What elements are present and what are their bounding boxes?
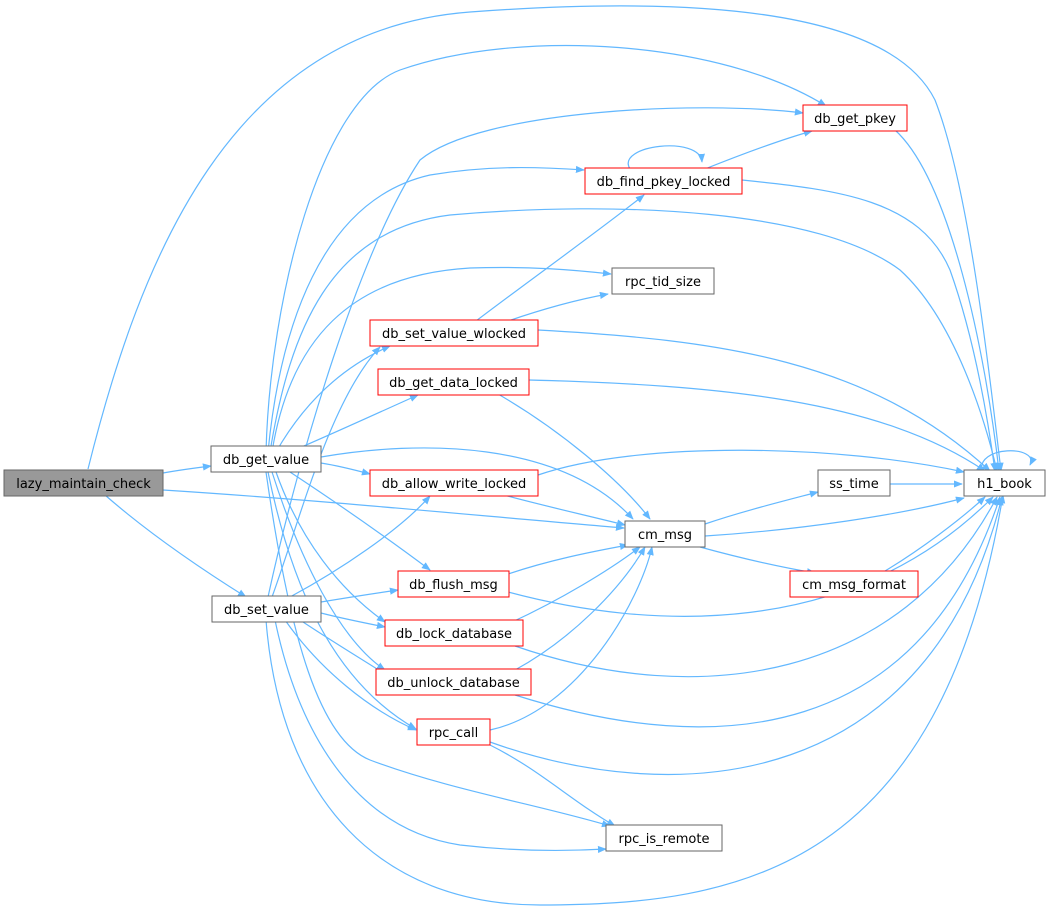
node-label: db_lock_database (396, 627, 512, 642)
edge-lazy-maintain-check-to-cm-msg (162, 489, 625, 531)
node-db-find-pkey-locked[interactable]: db_find_pkey_locked (584, 167, 743, 195)
edge-db-get-value-to-db-unlock-database (271, 471, 386, 671)
edges-layer (87, 5, 1037, 906)
edge-db-get-value-to-db-set-value-wlocked (275, 345, 391, 453)
edge-cm-msg-format-to-h1-book (884, 496, 986, 572)
edge-db-allow-write-locked-to-cm-msg (499, 493, 626, 527)
edge-db-find-pkey-locked-self-loop (627, 145, 705, 170)
node-db-get-value[interactable]: db_get_value (210, 445, 322, 473)
edge-lazy-maintain-check-to-h1-book (87, 5, 1004, 472)
edge-db-set-value-wlocked-to-db-find-pkey-locked (475, 194, 645, 322)
edge-db-get-pkey-to-h1-book (894, 129, 1002, 472)
node-db-flush-msg[interactable]: db_flush_msg (397, 570, 510, 598)
edge-db-set-value-wlocked-to-h1-book (537, 329, 991, 472)
edge-db-allow-write-locked-to-h1-book (537, 449, 965, 476)
edge-db-set-value-to-rpc-is-remote (274, 619, 607, 854)
edge-cm-msg-to-cm-msg-format (699, 546, 816, 576)
edge-db-set-value-to-db-allow-write-locked (289, 495, 431, 598)
node-db-unlock-database[interactable]: db_unlock_database (375, 668, 532, 696)
edge-db-get-value-to-db-lock-database (275, 471, 386, 623)
node-label: db_set_value_wlocked (382, 327, 526, 342)
edge-db-get-value-to-db-flush-msg (289, 471, 431, 571)
node-h1-book[interactable]: h1_book (963, 469, 1046, 497)
edge-db-get-data-locked-to-cm-msg (497, 393, 651, 520)
edge-cm-msg-to-ss-time (704, 490, 819, 525)
edge-db-unlock-database-to-h1-book (514, 496, 1001, 728)
edge-db-get-value-to-cm-msg (320, 447, 634, 520)
node-db-set-value-wlocked[interactable]: db_set_value_wlocked (369, 319, 539, 347)
edge-db-get-value-to-h1-book (269, 208, 999, 472)
node-rpc-is-remote[interactable]: rpc_is_remote (605, 824, 723, 852)
node-lazy-maintain-check[interactable]: lazy_maintain_check (3, 469, 164, 497)
edge-h1-book-self-loop (981, 450, 1037, 473)
edge-db-set-value-to-db-flush-msg (320, 587, 399, 603)
node-label: rpc_is_remote (619, 832, 710, 847)
node-db-lock-database[interactable]: db_lock_database (384, 619, 524, 647)
node-label: db_get_value (223, 453, 309, 468)
node-label: lazy_maintain_check (16, 477, 151, 492)
edge-db-set-value-to-rpc-call (284, 619, 417, 731)
node-label: db_unlock_database (387, 676, 520, 691)
node-rpc-tid-size[interactable]: rpc_tid_size (611, 267, 715, 295)
node-label: h1_book (977, 477, 1032, 492)
node-db-set-value[interactable]: db_set_value (211, 595, 322, 623)
nodes-layer: lazy_maintain_check db_get_value db_set_… (3, 104, 1046, 852)
node-cm-msg-format[interactable]: cm_msg_format (789, 570, 919, 598)
edge-lazy-maintain-check-to-db-get-value (162, 463, 212, 474)
edge-db-lock-database-to-h1-book (514, 496, 998, 678)
edge-db-get-data-locked-to-h1-book (528, 379, 986, 472)
node-label: db_flush_msg (409, 578, 498, 593)
edge-db-set-value-to-db-unlock-database (299, 619, 386, 675)
edge-db-find-pkey-locked-to-db-get-pkey (704, 129, 813, 170)
node-db-allow-write-locked[interactable]: db_allow_write_locked (369, 469, 539, 497)
edge-db-flush-msg-to-cm-msg (507, 542, 629, 575)
node-label: db_get_data_locked (389, 376, 518, 391)
node-label: cm_msg (638, 528, 692, 543)
node-label: db_get_pkey (814, 112, 896, 127)
node-cm-msg[interactable]: cm_msg (624, 520, 706, 548)
edge-db-lock-database-to-cm-msg (509, 546, 641, 624)
edge-db-find-pkey-locked-to-h1-book (741, 179, 998, 472)
edge-db-set-value-to-db-lock-database (320, 612, 386, 629)
edge-db-set-value-to-h1-book (265, 494, 1006, 906)
node-rpc-call[interactable]: rpc_call (416, 718, 491, 746)
edge-db-set-value-wlocked-to-rpc-tid-size (507, 291, 609, 322)
edge-rpc-call-to-cm-msg (489, 546, 654, 731)
node-label: db_set_value (224, 603, 309, 618)
edge-db-get-value-to-rpc-is-remote (265, 471, 611, 828)
edge-cm-msg-to-h1-book (704, 496, 965, 537)
edge-db-get-value-to-rpc-tid-size (271, 266, 612, 453)
node-db-get-pkey[interactable]: db_get_pkey (802, 104, 908, 132)
node-db-get-data-locked[interactable]: db_get_data_locked (377, 368, 530, 396)
node-label: db_find_pkey_locked (597, 175, 731, 190)
edge-rpc-call-to-rpc-is-remote (489, 744, 616, 827)
edge-db-get-value-to-db-get-pkey (265, 44, 827, 453)
edge-db-flush-msg-to-h1-book (507, 496, 994, 617)
node-label: rpc_tid_size (625, 275, 701, 290)
edge-db-get-value-to-rpc-call (267, 471, 417, 730)
node-label: ss_time (829, 477, 878, 492)
node-label: cm_msg_format (802, 578, 906, 593)
node-label: rpc_call (429, 726, 479, 741)
node-ss-time[interactable]: ss_time (817, 469, 891, 497)
edge-db-unlock-database-to-cm-msg (514, 546, 646, 671)
edge-db-get-value-to-db-get-data-locked (289, 394, 419, 453)
edge-db-get-value-to-db-find-pkey-locked (267, 165, 585, 453)
node-label: db_allow_write_locked (382, 477, 527, 492)
edge-lazy-maintain-check-to-db-set-value (104, 494, 247, 598)
edge-rpc-call-to-h1-book (489, 496, 1004, 776)
edge-db-get-value-to-db-allow-write-locked (320, 462, 371, 476)
